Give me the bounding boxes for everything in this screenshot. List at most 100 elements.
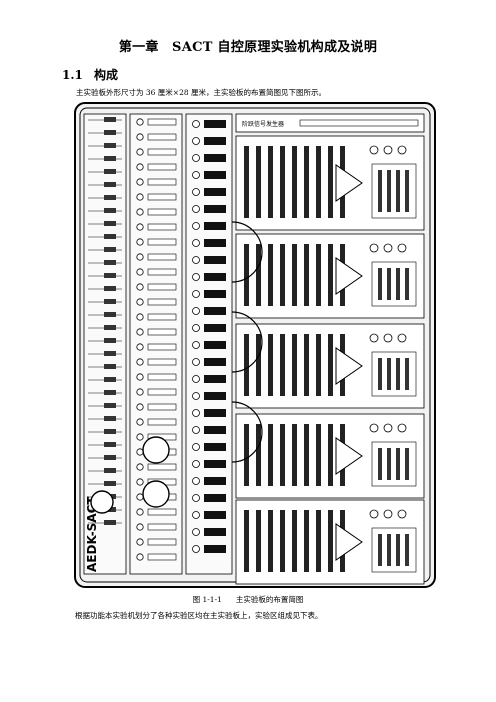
jack [136,283,144,291]
terminal-jack [383,333,393,343]
jack [192,545,200,553]
jack [136,208,144,216]
jack [192,120,200,128]
chip-block [204,137,226,145]
opamp-symbol [335,257,363,295]
component-strip [378,534,382,566]
resistor-strip [244,244,249,306]
opamp-symbol [335,164,363,202]
resistor-strip [304,510,309,572]
jack [192,154,200,162]
label-box [147,208,177,216]
left-column-components [88,117,226,561]
terminal-jack [397,509,407,519]
jack [192,188,200,196]
resistor-strip [268,244,273,306]
component-strip [378,268,382,300]
component-block [104,481,116,486]
label-box [147,223,177,231]
jack [136,343,144,351]
terminal-jack [369,243,379,253]
jack [192,443,200,451]
jack [136,523,144,531]
component-block [104,468,116,473]
component-block [104,416,116,421]
chip-block [204,460,226,468]
component-block [104,520,116,525]
resistor-strip [304,334,309,396]
resistor-strip [292,334,297,396]
jack [136,253,144,261]
chip-block [204,443,226,451]
caption-number: 图 1-1-1 [192,595,222,604]
terminal-jack [369,423,379,433]
component-strip [387,448,391,480]
resistor-strip [280,334,285,396]
potentiometer-dial [142,480,170,508]
jack [136,418,144,426]
label-box [147,553,177,561]
jack [136,313,144,321]
jack [136,238,144,246]
component-block [104,260,116,265]
jack [136,133,144,141]
chip-block [204,545,226,553]
chip-block [204,171,226,179]
jack [136,358,144,366]
jack [192,477,200,485]
component-block [104,156,116,161]
jack [192,290,200,298]
jack [192,324,200,332]
chip-block [204,409,226,417]
component-block [104,299,116,304]
jack [136,448,144,456]
label-box [147,328,177,336]
component-block [104,247,116,252]
component-block [104,390,116,395]
resistor-strip [244,424,249,486]
potentiometer-dial [142,436,170,464]
jack [192,256,200,264]
resistor-strip [256,244,261,306]
jack [192,341,200,349]
label-box [147,238,177,246]
component-block [104,143,116,148]
resistor-strip [256,146,261,218]
component-block [104,221,116,226]
sub-block [371,441,417,487]
label-box [147,388,177,396]
jack [192,528,200,536]
component-block [104,429,116,434]
chip-block [204,375,226,383]
resistor-strip [304,146,309,218]
sub-block [371,527,417,573]
jack [136,508,144,516]
chip-block [204,392,226,400]
label-box [147,118,177,126]
chip-block [204,256,226,264]
label-box [147,148,177,156]
jack [192,375,200,383]
jack [192,358,200,366]
following-paragraph: 根据功能本实验机划分了各种实验区均在主实验板上，实验区组成见下表。 [75,611,323,620]
jack [136,178,144,186]
jack [136,553,144,561]
component-strip [378,358,382,390]
signal-arc [231,311,263,373]
chip-block [204,341,226,349]
circuit-rows [231,135,425,585]
component-block [104,117,116,122]
label-box [147,178,177,186]
chip-block [204,239,226,247]
label-box [147,538,177,546]
component-strip [387,170,391,212]
resistor-strip [304,244,309,306]
terminal-jack [369,509,379,519]
component-block [104,403,116,408]
terminal-jack [383,145,393,155]
resistor-strip [280,146,285,218]
component-strip [405,534,409,566]
label-box [147,298,177,306]
top-strip-label: 阶跃信号发生器 [242,120,284,128]
component-strip [396,448,400,480]
